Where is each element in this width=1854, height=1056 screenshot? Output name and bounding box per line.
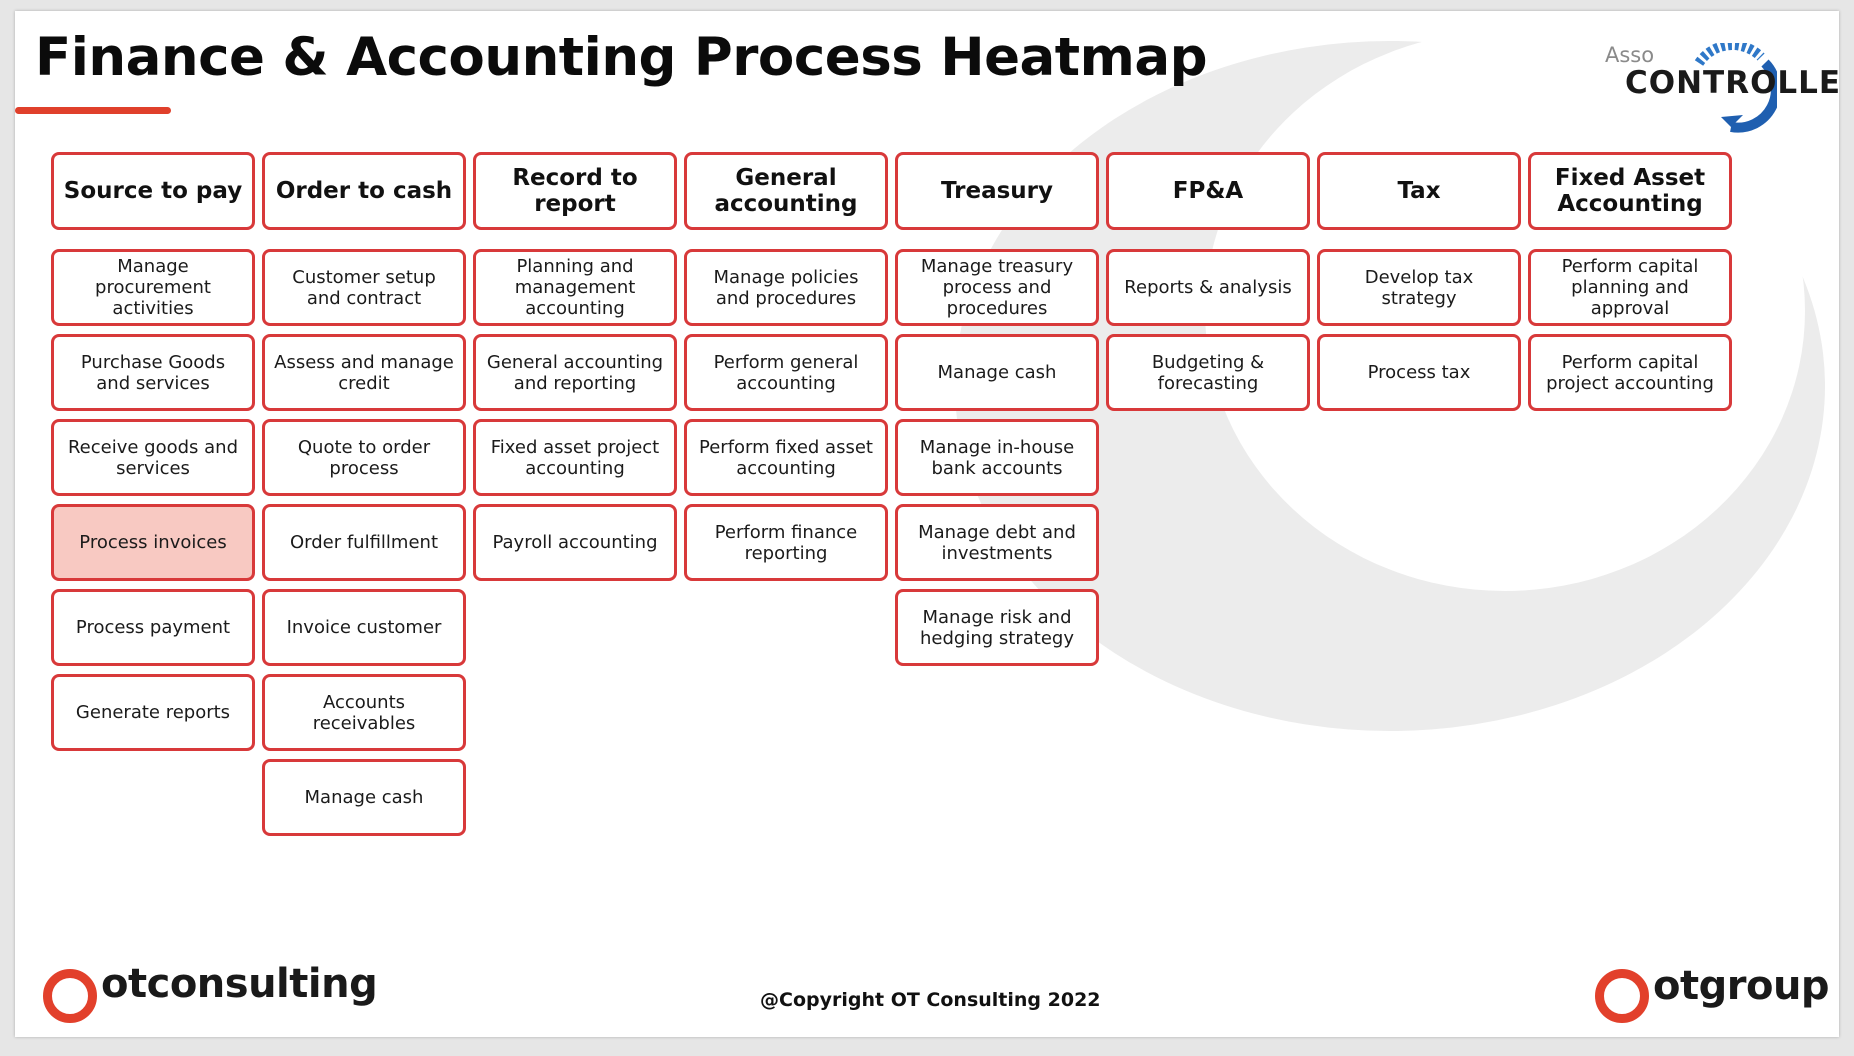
process-cell-perform-general-accounting: Perform general accounting xyxy=(684,334,888,411)
process-label: Order fulfillment xyxy=(289,532,439,553)
process-label: Generate reports xyxy=(75,702,231,723)
column-header-label: Source to pay xyxy=(63,178,243,204)
controller-logo-text: CONTROLLER xyxy=(1625,65,1839,101)
column-header-fpanda: FP&A xyxy=(1106,152,1310,230)
column-header-treasury: Treasury xyxy=(895,152,1099,230)
process-cell-manage-in-house-bank-accounts: Manage in-house bank accounts xyxy=(895,419,1099,496)
column-header-record-to-report: Record to report xyxy=(473,152,677,230)
process-cell-purchase-goods-and-services: Purchase Goods and services xyxy=(51,334,255,411)
process-cell-general-accounting-and-reporting: General accounting and reporting xyxy=(473,334,677,411)
process-cell-customer-setup-and-contract: Customer setup and contract xyxy=(262,249,466,326)
column-header-tax: Tax xyxy=(1317,152,1521,230)
column-header-fixed-asset-accounting: Fixed Asset Accounting xyxy=(1528,152,1732,230)
process-cell-manage-debt-and-investments: Manage debt and investments xyxy=(895,504,1099,581)
process-cell-payroll-accounting: Payroll accounting xyxy=(473,504,677,581)
column-header-label: Record to report xyxy=(512,165,638,217)
process-label: Quote to order process xyxy=(297,436,431,479)
page-title: Finance & Accounting Process Heatmap xyxy=(35,27,1208,88)
otconsulting-ring-icon xyxy=(43,969,97,1023)
process-cell-budgeting-and-forecasting: Budgeting & forecasting xyxy=(1106,334,1310,411)
process-label: Assess and manage credit xyxy=(274,351,454,394)
process-label: Purchase Goods and services xyxy=(80,351,226,394)
process-cell-perform-capital-planning-and-approval: Perform capital planning and approval xyxy=(1528,249,1732,326)
process-label: Fixed asset project accounting xyxy=(490,436,660,479)
column-header-label: Tax xyxy=(1397,178,1441,204)
process-label: Manage procurement activities xyxy=(95,256,211,319)
process-cell-perform-fixed-asset-accounting: Perform fixed asset accounting xyxy=(684,419,888,496)
process-cell-generate-reports: Generate reports xyxy=(51,674,255,751)
process-cell-manage-treasury-process-and-procedures: Manage treasury process and procedures xyxy=(895,249,1099,326)
process-label: Perform capital planning and approval xyxy=(1561,256,1699,319)
process-label: Develop tax strategy xyxy=(1364,266,1474,309)
otconsulting-logo-text: otconsulting xyxy=(101,961,378,1007)
title-underline xyxy=(15,107,171,114)
process-label: Invoice customer xyxy=(286,617,442,638)
process-cell-manage-policies-and-procedures: Manage policies and procedures xyxy=(684,249,888,326)
column-header-label: Order to cash xyxy=(275,178,453,204)
process-cell-invoice-customer: Invoice customer xyxy=(262,589,466,666)
process-label: General accounting and reporting xyxy=(486,351,664,394)
otgroup-logo-text: otgroup xyxy=(1653,963,1830,1009)
process-label: Manage treasury process and procedures xyxy=(920,256,1074,319)
process-cell-manage-cash: Manage cash xyxy=(895,334,1099,411)
process-label: Manage policies and procedures xyxy=(713,266,859,309)
process-cell-manage-risk-and-hedging-strategy: Manage risk and hedging strategy xyxy=(895,589,1099,666)
process-label: Manage cash xyxy=(937,362,1057,383)
process-label: Planning and management accounting xyxy=(514,256,636,319)
column-header-label: FP&A xyxy=(1172,178,1244,204)
process-cell-quote-to-order-process: Quote to order process xyxy=(262,419,466,496)
process-label: Manage cash xyxy=(304,787,424,808)
process-label: Perform general accounting xyxy=(713,351,859,394)
process-cell-accounts-receivables: Accounts receivables xyxy=(262,674,466,751)
column-header-label: General accounting xyxy=(714,165,858,217)
otgroup-ring-icon xyxy=(1595,969,1649,1023)
process-cell-perform-capital-project-accounting: Perform capital project accounting xyxy=(1528,334,1732,411)
process-label: Receive goods and services xyxy=(67,436,239,479)
process-label: Accounts receivables xyxy=(312,691,416,734)
process-cell-planning-and-management-accounting: Planning and management accounting xyxy=(473,249,677,326)
process-cell-process-tax: Process tax xyxy=(1317,334,1521,411)
column-header-order-to-cash: Order to cash xyxy=(262,152,466,230)
process-label: Budgeting & forecasting xyxy=(1151,351,1265,394)
column-header-general-accounting: General accounting xyxy=(684,152,888,230)
otconsulting-logo: otconsulting xyxy=(43,961,383,1023)
process-label: Perform fixed asset accounting xyxy=(699,436,873,479)
process-label: Perform capital project accounting xyxy=(1546,351,1714,394)
column-header-source-to-pay: Source to pay xyxy=(51,152,255,230)
process-cell-perform-finance-reporting: Perform finance reporting xyxy=(684,504,888,581)
process-cell-manage-procurement-activities: Manage procurement activities xyxy=(51,249,255,326)
process-label: Process invoices xyxy=(79,532,227,553)
asso-logo-text: Asso xyxy=(1605,43,1655,67)
process-cell-process-invoices: Process invoices xyxy=(51,504,255,581)
process-label: Customer setup and contract xyxy=(292,266,436,309)
process-cell-process-payment: Process payment xyxy=(51,589,255,666)
process-label: Manage debt and investments xyxy=(918,521,1076,564)
copyright-text: @Copyright OT Consulting 2022 xyxy=(760,989,1101,1011)
column-header-label: Treasury xyxy=(940,178,1054,204)
process-cell-assess-and-manage-credit: Assess and manage credit xyxy=(262,334,466,411)
process-cell-order-fulfillment: Order fulfillment xyxy=(262,504,466,581)
process-label: Process payment xyxy=(75,617,231,638)
process-cell-reports-and-analysis: Reports & analysis xyxy=(1106,249,1310,326)
process-label: Manage risk and hedging strategy xyxy=(920,606,1074,649)
otgroup-logo: otgroup xyxy=(1595,963,1830,1023)
process-cell-receive-goods-and-services: Receive goods and services xyxy=(51,419,255,496)
asso-controller-logo: Asso CONTROLLER xyxy=(1587,33,1839,138)
process-cell-develop-tax-strategy: Develop tax strategy xyxy=(1317,249,1521,326)
process-cell-fixed-asset-project-accounting: Fixed asset project accounting xyxy=(473,419,677,496)
process-cell-manage-cash: Manage cash xyxy=(262,759,466,836)
process-label: Process tax xyxy=(1367,362,1471,383)
column-header-label: Fixed Asset Accounting xyxy=(1554,165,1706,217)
process-label: Manage in-house bank accounts xyxy=(919,436,1075,479)
process-label: Reports & analysis xyxy=(1124,277,1292,298)
asso-swirl-icon xyxy=(1694,43,1777,133)
process-label: Perform finance reporting xyxy=(714,521,858,564)
process-label: Payroll accounting xyxy=(492,532,658,553)
slide: Finance & Accounting Process Heatmap Ass… xyxy=(15,11,1839,1037)
